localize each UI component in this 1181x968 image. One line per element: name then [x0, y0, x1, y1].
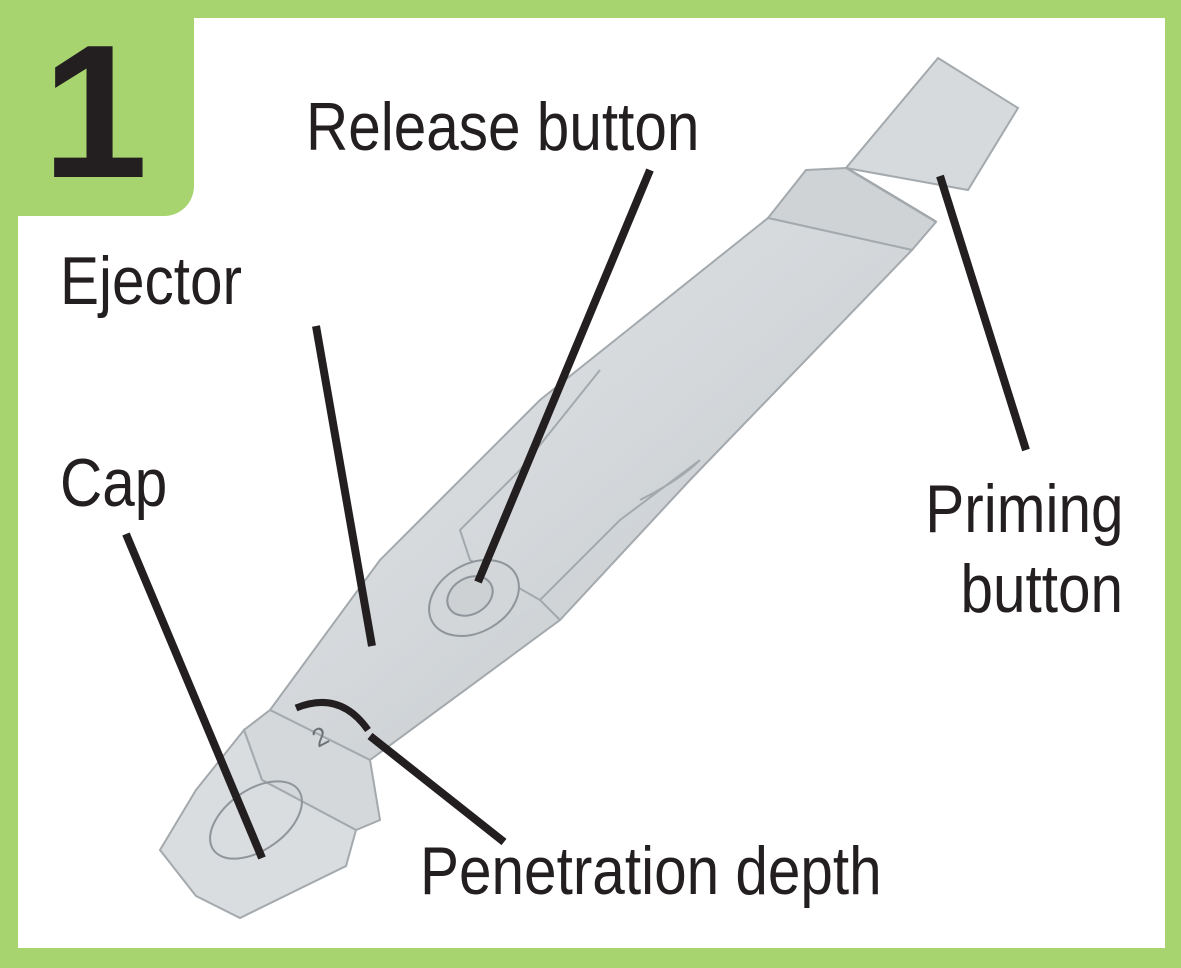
penetration-depth-label: Penetration depth [420, 833, 882, 909]
ejector-label: Ejector [60, 243, 243, 319]
step-number: 1 [42, 6, 148, 218]
release-button-leader [474, 168, 654, 584]
device-barrel [268, 216, 914, 762]
step-badge [18, 18, 194, 216]
priming-button-label-line2: button [960, 551, 1123, 627]
cap-leader [122, 532, 266, 860]
priming-button-leader [936, 174, 1030, 452]
device-collar [766, 166, 938, 252]
cap-label: Cap [60, 445, 168, 521]
priming-button-label-line1: Priming [924, 471, 1123, 547]
release-button-label: Release button [306, 89, 700, 165]
leader-lines [122, 168, 1030, 860]
penetration-depth-leader [367, 732, 507, 846]
release-button-part [428, 559, 520, 637]
ejector-leader [312, 325, 376, 647]
